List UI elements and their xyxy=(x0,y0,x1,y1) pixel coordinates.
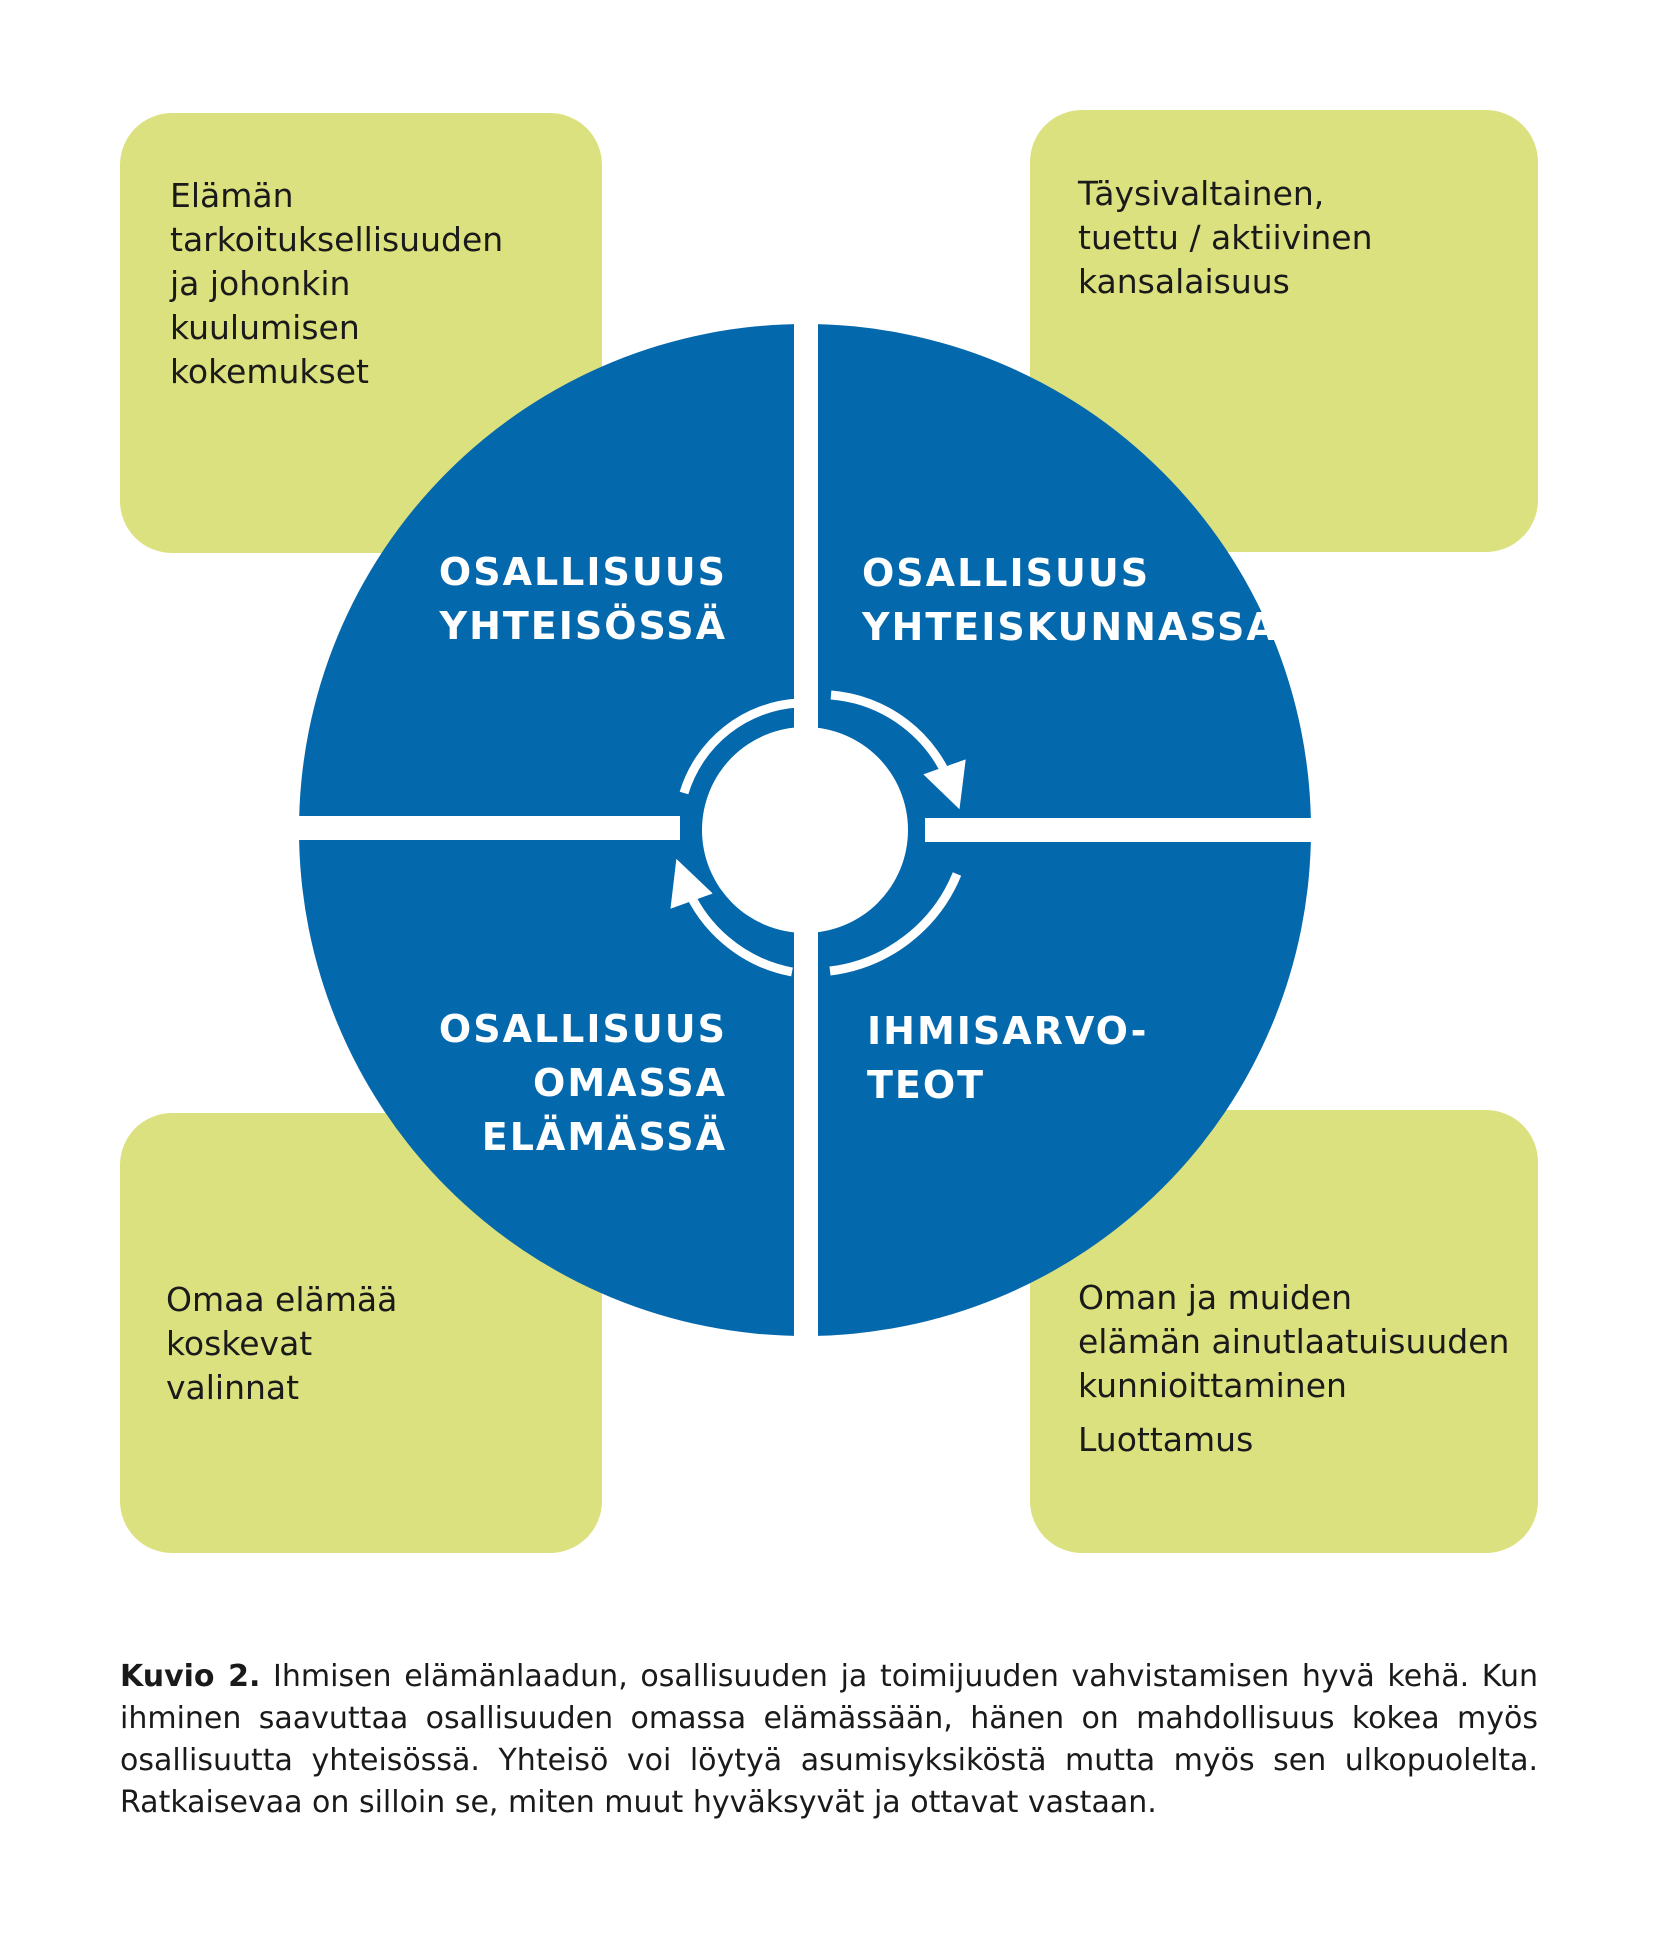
quadrant-line: IHMISARVO- xyxy=(867,1009,1149,1053)
box-line: tarkoituksellisuuden xyxy=(170,220,504,259)
arc-bottom-right xyxy=(829,872,962,976)
box-line: kansalaisuus xyxy=(1078,262,1290,301)
cycle-arrow-icon xyxy=(830,690,966,810)
quadrant-line: TEOT xyxy=(867,1063,986,1107)
trust-text: Luottamus xyxy=(1078,1418,1253,1462)
box-line: kunnioittaminen xyxy=(1078,1366,1347,1405)
box-line: Elämän xyxy=(170,176,294,215)
quadrant-line: OMASSA xyxy=(533,1061,727,1105)
left-horizontal-divider xyxy=(280,816,680,840)
box-line: elämän ainutlaatuisuuden xyxy=(1078,1322,1510,1361)
box-line: kokemukset xyxy=(170,352,369,391)
meaning-belonging-text: Elämän tarkoituksellisuuden ja johonkin … xyxy=(170,174,503,394)
figure-caption: Kuvio 2. Ihmisen elämänlaadun, osallisuu… xyxy=(120,1656,1538,1824)
box-line: ja johonkin xyxy=(170,264,351,303)
box-line: Omaa elämää xyxy=(166,1280,398,1319)
box-line: Täysivaltainen, xyxy=(1078,174,1325,213)
quadrant-own-life-label: OSALLISUUS OMASSA ELÄMÄSSÄ xyxy=(439,1002,727,1164)
quadrant-line: OSALLISUUS xyxy=(862,551,1151,595)
caption-text: Ihmisen elämänlaadun, osallisuuden ja to… xyxy=(120,1659,1538,1820)
quadrant-line: YHTEISKUNNASSA xyxy=(862,605,1278,649)
quadrant-line: YHTEISÖSSÄ xyxy=(439,604,727,648)
quadrant-line: OSALLISUUS xyxy=(438,1007,727,1051)
box-line: tuettu / aktiivinen xyxy=(1078,218,1373,257)
right-horizontal-divider xyxy=(925,818,1345,842)
box-line: Luottamus xyxy=(1078,1420,1254,1459)
quadrant-human-dignity-label: IHMISARVO- TEOT xyxy=(867,1004,1148,1112)
quadrant-community-label: OSALLISUUS YHTEISÖSSÄ xyxy=(439,545,727,653)
own-life-choices-text: Omaa elämää koskevat valinnat xyxy=(166,1278,397,1410)
citizenship-text: Täysivaltainen, tuettu / aktiivinen kans… xyxy=(1078,172,1373,304)
arc-top-left xyxy=(679,698,799,795)
respect-text: Oman ja muiden elämän ainutlaatuisuuden … xyxy=(1078,1276,1509,1408)
box-line: Oman ja muiden xyxy=(1078,1278,1353,1317)
box-line: kuulumisen xyxy=(170,308,360,347)
box-line: valinnat xyxy=(166,1368,300,1407)
quadrant-line: ELÄMÄSSÄ xyxy=(481,1115,727,1159)
quadrant-society-label: OSALLISUUS YHTEISKUNNASSA xyxy=(862,546,1278,654)
caption-label: Kuvio 2. xyxy=(120,1659,261,1694)
cycle-arrow-icon xyxy=(670,858,793,977)
center-hub xyxy=(702,727,908,933)
box-line: koskevat xyxy=(166,1324,313,1363)
quadrant-line: OSALLISUUS xyxy=(438,550,727,594)
